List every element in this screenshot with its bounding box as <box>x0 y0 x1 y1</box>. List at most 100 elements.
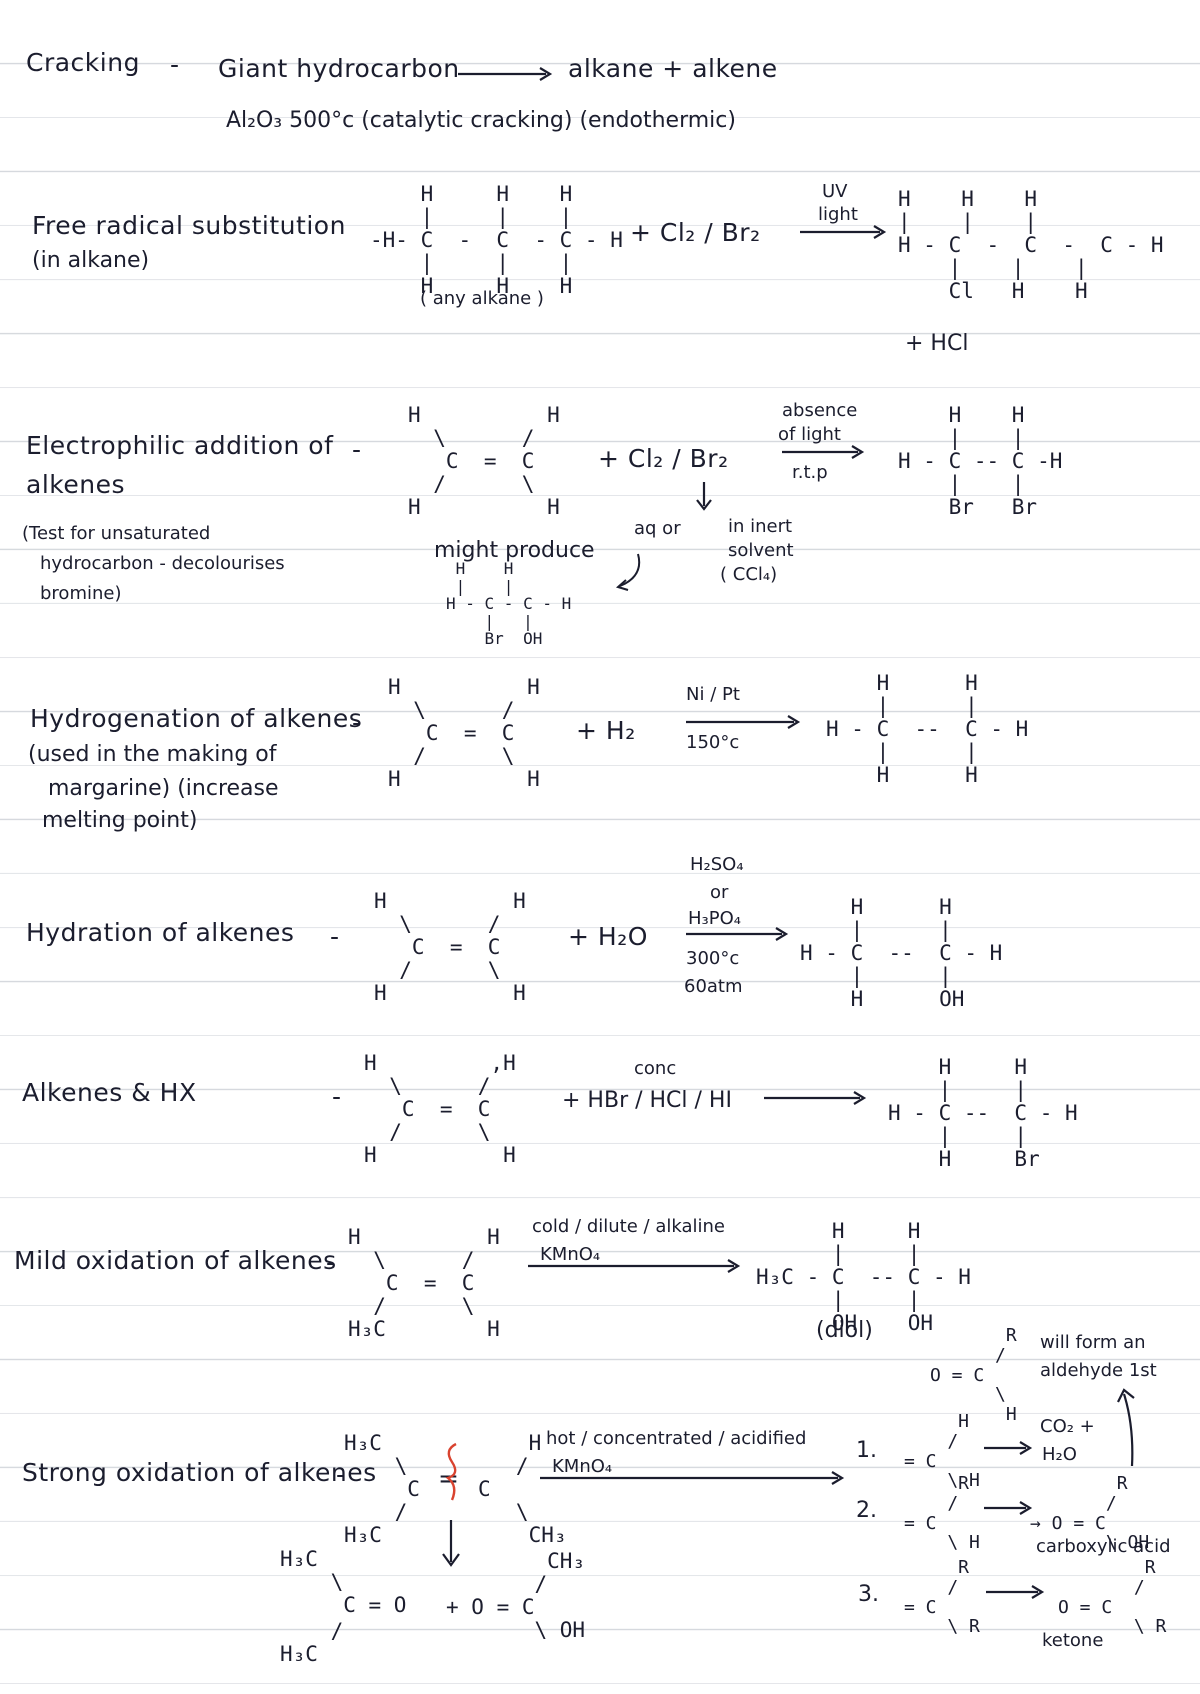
hyd-dash: - <box>352 708 362 737</box>
strong-dash: - <box>336 1460 346 1489</box>
rule-1-number: 1. <box>856 1438 877 1463</box>
hydr-arrow <box>686 927 789 941</box>
frs-arrow-mid: light <box>818 204 858 225</box>
hyd-note-2: margarine) (increase <box>48 776 279 801</box>
frs-reagent: + Cl₂ / Br₂ <box>630 218 761 247</box>
hydr-cond-3: H₃PO₄ <box>688 908 741 929</box>
ea-reagent: + Cl₂ / Br₂ <box>598 444 729 473</box>
ea-arrow-top: absence <box>782 400 858 421</box>
strong-product-left: H₃C \ C = O <box>280 1547 407 1618</box>
ea-aq-or: aq or <box>634 518 681 539</box>
strong-arrow-top: hot / concentrated / acidified <box>546 1428 807 1449</box>
mild-title: Mild oxidation of alkenes <box>14 1246 337 1275</box>
hyd-product-structure: H H | | H - C -- C - H | | H H <box>826 671 1029 788</box>
hydr-dash: - <box>330 922 340 951</box>
frs-reactant-label: ( any alkane ) <box>420 288 544 309</box>
mild-product-structure: H H | | H₃C - C -- C - H | | OH OH <box>756 1219 971 1336</box>
ea-curved-arrow <box>615 553 641 591</box>
rule-3-product: R / O = C \ R <box>1058 1557 1167 1638</box>
rule-2-structure: R / = C \ H <box>904 1473 980 1554</box>
ea-alkene-structure: H H \ / C = C / \ H H <box>408 403 560 520</box>
frs-byproduct: + HCl <box>905 331 969 356</box>
aldehyde-up-arrow <box>1117 1388 1135 1467</box>
frs-subtitle: (in alkane) <box>32 248 150 273</box>
rule-2-number: 2. <box>856 1498 877 1523</box>
cracking-dash: - <box>170 50 180 79</box>
frs-arrow <box>800 225 887 239</box>
strong-alkene-right: H / C \ CH₃ <box>478 1431 567 1548</box>
ea-arrow <box>782 445 865 459</box>
frs-arrow-top: UV <box>822 181 848 202</box>
hyd-arrow-bottom: 150°c <box>686 732 740 753</box>
ea-product-structure: H H | | H - C -- C -H | | Br Br <box>898 403 1063 520</box>
hydr-cond-2: or <box>710 882 729 903</box>
mild-arrow-mid: KMnO₄ <box>540 1244 601 1265</box>
strong-cleavage-mark <box>445 1442 457 1501</box>
cracking-reactant: Giant hydrocarbon <box>218 54 460 83</box>
hyd-alkene-structure: H H \ / C = C / \ H H <box>388 675 540 792</box>
hyd-arrow <box>686 715 801 729</box>
ea-title: Electrophilic addition of <box>26 431 334 460</box>
ea-arrow-mid: of light <box>778 424 841 445</box>
rule-2-arrow <box>984 1501 1033 1515</box>
ea-might-produce: might produce <box>434 538 595 563</box>
hyd-arrow-top: Ni / Pt <box>686 684 740 705</box>
strong-arrow <box>540 1471 845 1485</box>
hx-conc: conc <box>634 1058 677 1079</box>
rule-3-arrow <box>986 1585 1045 1599</box>
rule-1-arrow <box>984 1441 1033 1455</box>
rule-3-structure: R / = C \ R <box>904 1557 980 1638</box>
frs-product-structure: H H H | | | H - C - C - C - H | | | Cl H… <box>898 187 1164 304</box>
rule-1-structure: H / = C \ H <box>904 1411 980 1492</box>
hyd-note-3: melting point) <box>42 808 198 833</box>
ea-note-3: bromine) <box>40 583 122 604</box>
hydr-product-structure: H H | | H - C -- C - H | | H OH <box>800 895 1003 1012</box>
hx-title: Alkenes & HX <box>22 1078 197 1107</box>
mild-alkene-structure: H H \ / C = C / \ H₃C H <box>348 1225 500 1342</box>
hyd-reagent: + H₂ <box>576 716 636 745</box>
rule-2-label: carboxylic acid <box>1036 1536 1171 1557</box>
cracking-title: Cracking <box>26 48 140 77</box>
strong-arrow-mid: KMnO₄ <box>552 1456 613 1477</box>
ea-inert-2: solvent <box>728 540 794 561</box>
mild-arrow-top: cold / dilute / alkaline <box>532 1216 725 1237</box>
rule-3-label: ketone <box>1042 1630 1104 1651</box>
hydr-alkene-structure: H H \ / C = C / \ H H <box>374 889 526 1006</box>
rule-1-product-1: CO₂ + <box>1040 1416 1095 1437</box>
ea-dash: - <box>352 435 362 464</box>
cracking-conditions: Al₂O₃ 500°c (catalytic cracking) (endoth… <box>226 108 736 133</box>
frs-title: Free radical substitution <box>32 211 346 240</box>
strong-down-arrow <box>442 1520 460 1567</box>
hx-product-structure: H H | | H - C -- C - H | | H Br <box>888 1055 1078 1172</box>
mild-dash: - <box>326 1248 336 1277</box>
strong-title: Strong oxidation of alkenes <box>22 1458 377 1487</box>
hyd-note-1: (used in the making of <box>28 742 277 767</box>
rule-3-number: 3. <box>858 1582 879 1607</box>
mild-diol: (diol) <box>816 1318 873 1343</box>
ea-might-structure: H H | | H - C - C - H | | Br OH <box>446 559 572 649</box>
hx-reagent: + HBr / HCl / HI <box>562 1088 732 1113</box>
hydr-cond-1: H₂SO₄ <box>690 854 744 875</box>
strong-alkene-left: H₃C \ C / H₃C <box>344 1431 420 1548</box>
strong-product-left-2: / H₃C <box>280 1619 344 1667</box>
hydr-cond-4: 300°c <box>686 948 740 969</box>
ea-arrow-bottom: r.t.p <box>792 462 828 483</box>
cracking-products: alkane + alkene <box>568 54 778 83</box>
aldehyde-note-2: aldehyde 1st <box>1040 1360 1157 1381</box>
aldehyde-structure: R / O = C \ H <box>930 1325 1017 1426</box>
ea-inert-1: in inert <box>728 516 793 537</box>
rule-2-product: R / → O = C \ OH <box>1030 1473 1150 1554</box>
rule-1-product-2: H₂O <box>1042 1444 1077 1465</box>
ea-title-2: alkenes <box>26 470 125 499</box>
hx-dash: - <box>332 1082 342 1111</box>
frs-reactant-structure: H H H | | | -H- C - C - C - H | | | H H … <box>370 182 623 299</box>
hydr-reagent: + H₂O <box>568 922 648 951</box>
hx-arrow <box>764 1091 867 1105</box>
ea-note-1: (Test for unsaturated <box>22 523 211 544</box>
mild-arrow <box>528 1259 741 1273</box>
hx-alkene-structure: H ,H \ / C = C / \ H H <box>364 1051 516 1168</box>
cracking-arrow <box>458 67 553 81</box>
hydr-title: Hydration of alkenes <box>26 918 295 947</box>
ea-note-2: hydrocarbon - decolourises <box>40 553 285 574</box>
hyd-title: Hydrogenation of alkenes <box>30 704 363 733</box>
